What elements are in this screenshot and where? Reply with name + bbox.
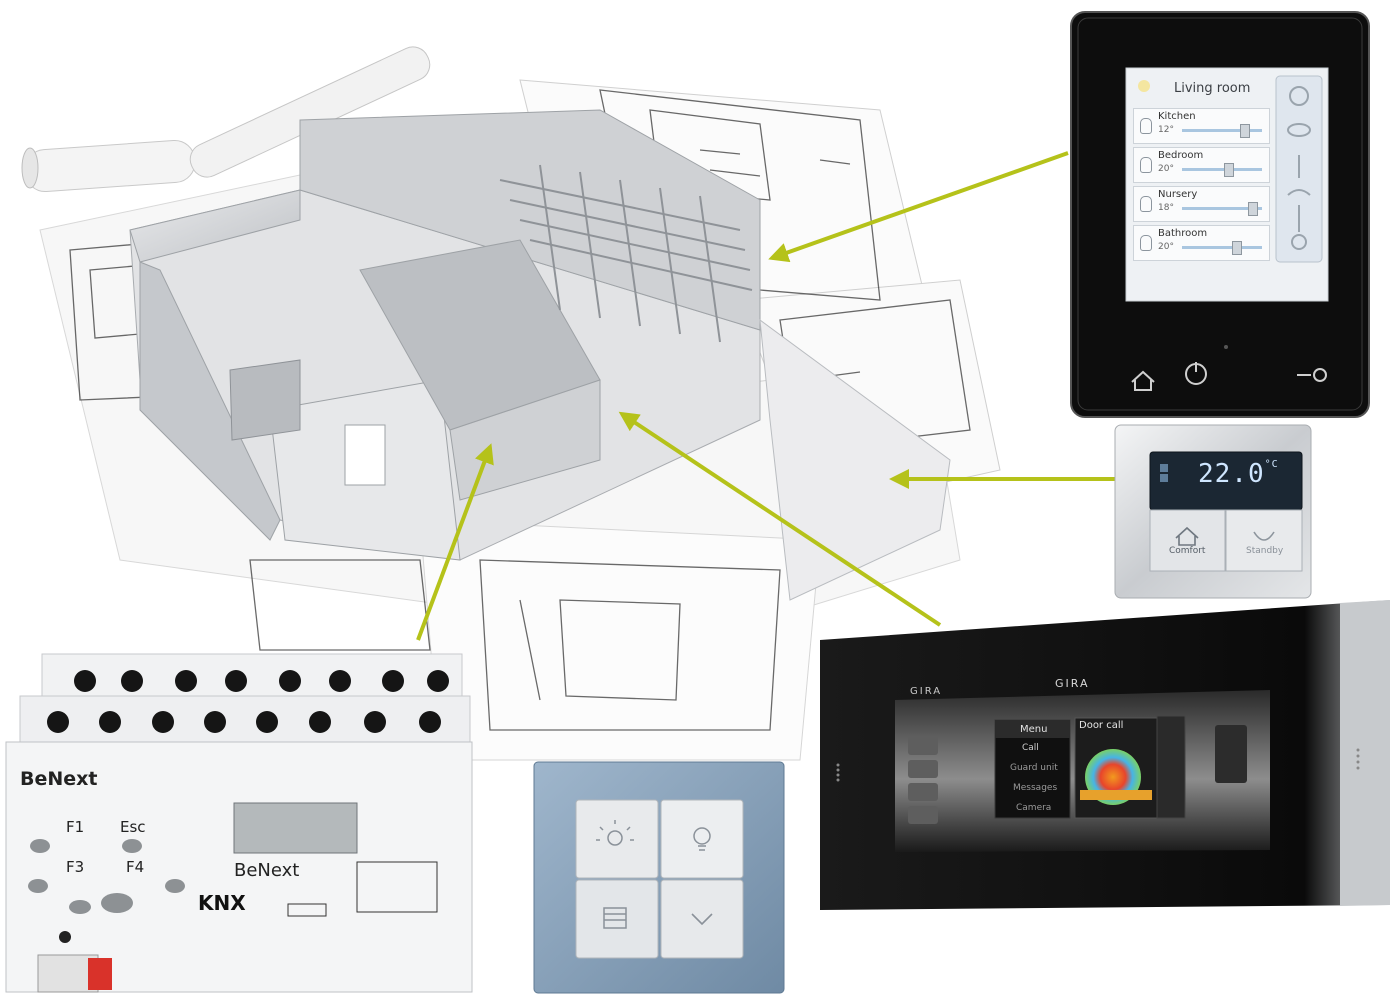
- chevron-down-icon: [691, 913, 713, 926]
- room-item-nursery[interactable]: Nursery 18°: [1133, 186, 1270, 222]
- room-item-bedroom[interactable]: Bedroom 20°: [1133, 147, 1270, 183]
- bulb-icon: [1140, 118, 1152, 134]
- touch-panel-title: Living room: [1174, 81, 1251, 96]
- actuator-label-f4: F4: [126, 858, 145, 876]
- light-dim-icon: [596, 820, 634, 846]
- arrows: [416, 151, 1115, 641]
- room-item-bathroom[interactable]: Bathroom 20°: [1133, 225, 1270, 261]
- actuator-label-f1: F1: [66, 818, 85, 836]
- room-temp: 12°: [1158, 125, 1174, 135]
- push-button-switch: [533, 761, 785, 994]
- light-bulb-icon: [693, 827, 711, 851]
- home-icon: [1131, 370, 1155, 391]
- slider-track[interactable]: [1182, 246, 1262, 249]
- gira-menu-item-messages[interactable]: Messages: [1013, 783, 1058, 793]
- slider-handle[interactable]: [1224, 163, 1234, 177]
- bulb-icon: [1140, 235, 1152, 251]
- touch-panel-bulb-icon: [1138, 80, 1150, 92]
- actuator-brand-small: BeNext: [234, 860, 300, 881]
- slider-handle[interactable]: [1232, 241, 1242, 255]
- actuator-brand: BeNext: [20, 768, 98, 790]
- thermostat-temperature: 22.0°C: [1198, 459, 1279, 489]
- gira-menu-item-camera[interactable]: Camera: [1016, 803, 1052, 813]
- comfort-button-label[interactable]: Comfort: [1169, 546, 1206, 556]
- room-temp: 20°: [1158, 164, 1174, 174]
- actuator-label-f3: F3: [66, 858, 85, 876]
- blind-icon: [603, 907, 627, 929]
- bulb-icon: [1140, 196, 1152, 212]
- gira-menu-item-guard-unit[interactable]: Guard unit: [1010, 763, 1058, 773]
- actuator-label-esc: Esc: [120, 818, 146, 836]
- room-name: Bedroom: [1158, 150, 1204, 161]
- gira-menu-item-call[interactable]: Call: [1022, 743, 1039, 753]
- gira-panel: [820, 600, 1390, 934]
- room-list: Kitchen 12° Bedroom 20° Nursery 18° Bath…: [1133, 108, 1270, 263]
- settings-icon: [1313, 368, 1327, 382]
- building-model: [129, 109, 951, 601]
- standby-icon: [1253, 531, 1275, 541]
- actuator-knx-logo: KNX: [198, 891, 246, 915]
- room-name: Kitchen: [1158, 111, 1196, 122]
- slider-handle[interactable]: [1240, 124, 1250, 138]
- gira-menu-header[interactable]: Menu: [1020, 724, 1048, 735]
- gira-door-call-title: Door call: [1079, 720, 1124, 731]
- slider-track[interactable]: [1182, 207, 1262, 210]
- knx-actuator: [5, 653, 473, 993]
- slider-track[interactable]: [1182, 168, 1262, 171]
- room-item-kitchen[interactable]: Kitchen 12°: [1133, 108, 1270, 144]
- comfort-icon: [1175, 526, 1199, 546]
- thermostat-status-icons: [1158, 462, 1188, 492]
- slider-handle[interactable]: [1248, 202, 1258, 216]
- room-temp: 20°: [1158, 242, 1174, 252]
- gira-logo-left: GIRA: [910, 686, 943, 697]
- bulb-icon: [1140, 157, 1152, 173]
- thermostat: [1114, 424, 1312, 599]
- slider-track[interactable]: [1182, 129, 1262, 132]
- room-name: Nursery: [1158, 189, 1198, 200]
- gira-logo-center: GIRA: [1055, 677, 1090, 690]
- room-temp: 18°: [1158, 203, 1174, 213]
- room-name: Bathroom: [1158, 228, 1208, 239]
- standby-button-label[interactable]: Standby: [1246, 546, 1284, 556]
